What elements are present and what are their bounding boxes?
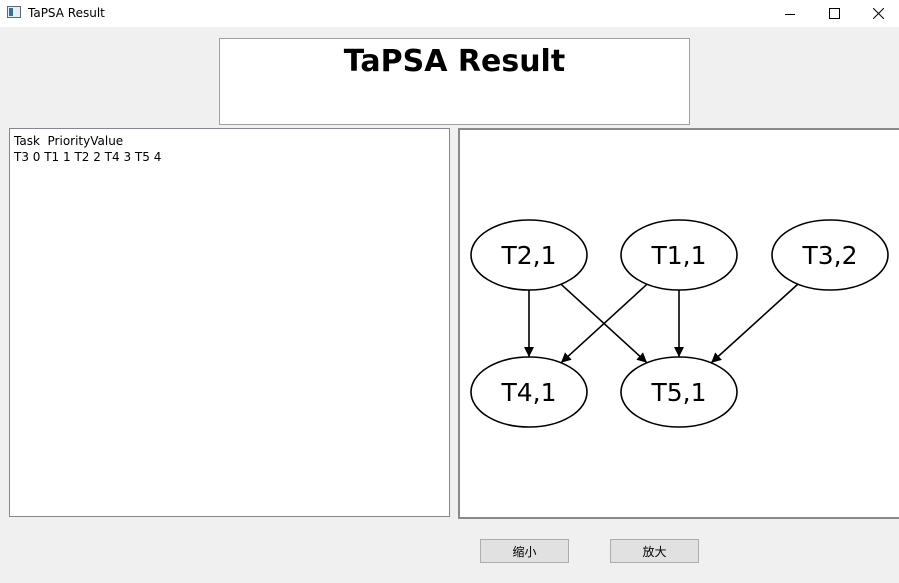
- node-ellipse: [470, 219, 588, 291]
- node-t3: T3,2: [771, 219, 889, 291]
- node-label: T2,1: [500, 241, 556, 270]
- window-title: TaPSA Result: [28, 6, 105, 20]
- result-text-line: Task PriorityValue: [14, 134, 124, 148]
- maximize-button[interactable]: [812, 0, 857, 27]
- result-text-area[interactable]: Task PriorityValue T3 0 T1 1 T2 2 T4 3 T…: [9, 128, 450, 517]
- maximize-icon: [829, 8, 840, 19]
- node-label: T5,1: [650, 378, 706, 407]
- task-graph: T2,1 T1,1 T3,2T4,1 T5,1: [470, 219, 889, 428]
- node-t1: T1,1: [620, 219, 738, 291]
- node-t5: T5,1: [620, 356, 738, 428]
- page-title: TaPSA Result: [343, 44, 566, 79]
- zoom-out-button[interactable]: 缩小: [480, 539, 569, 563]
- minimize-button[interactable]: [767, 0, 812, 27]
- node-label: T1,1: [650, 241, 706, 270]
- node-label: T3,2: [801, 241, 857, 270]
- title-bar[interactable]: TaPSA Result: [0, 0, 899, 27]
- app-window-icon: [7, 6, 21, 18]
- result-text-line: T3 0 T1 1 T2 2 T4 3 T5 4: [14, 150, 162, 164]
- node-ellipse: [620, 219, 738, 291]
- close-icon: [872, 8, 884, 19]
- node-ellipse: [470, 356, 588, 428]
- node-ellipse: [771, 219, 889, 291]
- close-button[interactable]: [857, 0, 899, 27]
- edge-t3-t5: [710, 283, 799, 364]
- minimize-icon: [784, 13, 795, 15]
- node-ellipse: [620, 356, 738, 428]
- zoom-in-button[interactable]: 放大: [610, 539, 699, 563]
- node-label: T4,1: [500, 378, 556, 407]
- node-t2: T2,1: [470, 219, 588, 291]
- node-t4: T4,1: [470, 356, 588, 428]
- header-title-box: TaPSA Result: [219, 38, 690, 125]
- edge-t1-t4: [560, 283, 648, 364]
